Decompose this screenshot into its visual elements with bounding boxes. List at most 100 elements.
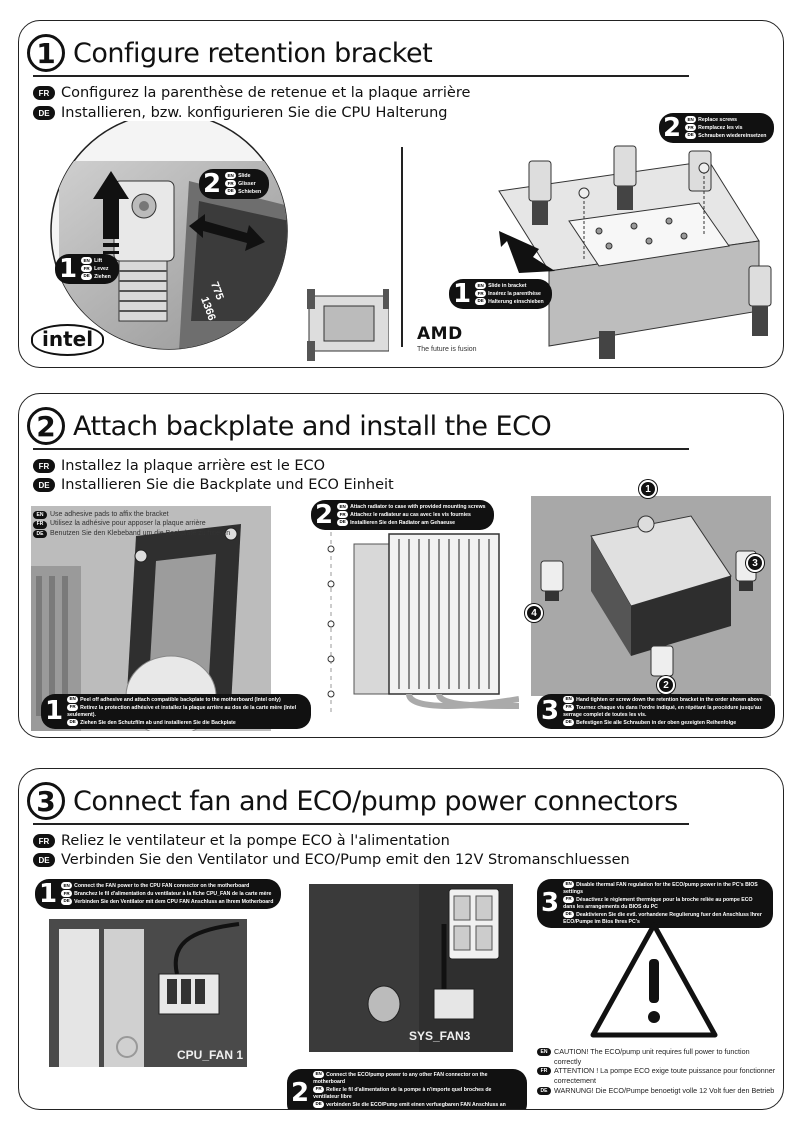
en-badge: EN — [685, 116, 697, 124]
caution-fr: ATTENTION ! La pompe ECO exige toute pui… — [554, 1066, 776, 1086]
callout-number: 2 — [291, 1078, 310, 1109]
slide-arrow — [189, 214, 265, 251]
warning-icon — [590, 922, 718, 1038]
step-2-panel: 2 Attach backplate and install the ECO F… — [18, 393, 784, 738]
fr-badge: FR — [685, 124, 697, 132]
step-title: Configure retention bracket — [73, 37, 433, 69]
callout-en: Disable thermal FAN regulation for the E… — [563, 881, 758, 895]
callout-en: Hand tighten or screw down the retention… — [576, 696, 763, 703]
en-badge: EN — [67, 696, 79, 703]
callout-fr: Attachez le radiateur au cas avec les vi… — [350, 511, 471, 518]
radiator-illustration — [327, 524, 519, 714]
callout-en: Connect the FAN power to the CPU FAN con… — [74, 883, 250, 890]
de-subtitle: DE Installieren, bzw. konfigurieren Sie … — [33, 105, 447, 121]
intel-amd-divider — [401, 147, 403, 347]
step-number: 2 — [27, 407, 65, 445]
callout-en: Slide — [238, 173, 251, 180]
callout-number: 2 — [663, 113, 682, 143]
step-3-heading: 3 Connect fan and ECO/pump power connect… — [27, 779, 678, 823]
callout-de: Installieren Sie den Radiator am Gehaeus… — [350, 519, 456, 526]
callout-fr: Glisser — [238, 180, 256, 187]
step-title: Attach backplate and install the ECO — [73, 410, 552, 442]
callout-de: Schieben — [238, 188, 262, 195]
de-badge: DE — [537, 1086, 551, 1095]
callout-number: 3 — [541, 696, 560, 727]
de-subtitle: DE Verbinden Sie den Ventilator und ECO/… — [33, 852, 630, 868]
callout-fr: Branchez le fil d'alimentation du ventil… — [74, 890, 272, 897]
step-number: 3 — [27, 782, 65, 820]
callout-fr: Remplacez les vis — [698, 124, 743, 131]
callout-de: verbinden Sie die ECO/Pump emit einen ve… — [313, 1101, 506, 1109]
fr-badge: FR — [563, 895, 575, 903]
eco-unit-photo — [531, 496, 771, 696]
cpu-fan-label: CPU_FAN 1 — [177, 1048, 243, 1062]
amd-tagline: The future is fusion — [417, 346, 477, 353]
callout-number: 1 — [39, 879, 58, 909]
callout-fr: Insérez la parenthèse — [488, 290, 541, 297]
adhesive-en: Use adhesive pads to affix the bracket — [50, 511, 169, 518]
de-text: Installieren, bzw. konfigurieren Sie die… — [61, 105, 448, 121]
callout-en: Slide in bracket — [488, 283, 527, 290]
order-marker-4: 4 — [525, 604, 543, 622]
callout-de: Befestigen Sie alle Schrauben in der obe… — [576, 719, 737, 726]
fr-badge: FR — [225, 180, 237, 188]
callout-fr: Levez — [94, 265, 109, 272]
en-badge: EN — [337, 503, 349, 511]
fr-subtitle: FR Reliez le ventilateur et la pompe ECO… — [33, 833, 450, 849]
de-badge: DE — [33, 478, 55, 492]
sys-fan-label: SYS_FAN3 — [409, 1029, 471, 1043]
fr-badge: FR — [61, 890, 73, 898]
en-badge: EN — [81, 257, 93, 265]
fr-text: Reliez le ventilateur et la pompe ECO à … — [61, 833, 450, 849]
caution-de: WARNUNG! Die ECO/Pumpe benoetigt volle 1… — [554, 1085, 775, 1095]
fr-badge: FR — [537, 1067, 551, 1076]
en-badge: EN — [537, 1048, 551, 1056]
fr-badge: FR — [33, 834, 55, 848]
fr-subtitle: FR Installez la plaque arrière est le EC… — [33, 458, 325, 474]
step-1-panel: 1 Configure retention bracket FR Configu… — [18, 20, 784, 368]
de-badge: DE — [313, 1100, 325, 1108]
callout-fr: Reliez le fil d'alimentation de la pompe… — [313, 1086, 492, 1100]
callout-number: 1 — [45, 696, 64, 727]
callout-en: Peel off adhesive and attach compatible … — [80, 696, 281, 703]
fr-badge: FR — [33, 459, 55, 473]
callout-de: Halterung einschieben — [488, 298, 544, 305]
callout-en: Lift — [94, 258, 103, 265]
de-badge: DE — [81, 272, 93, 280]
de-badge: DE — [337, 518, 349, 526]
callout-number: 2 — [315, 500, 334, 530]
callout-en: Connect the ECO/pump power to any other … — [313, 1071, 488, 1085]
callout-number: 2 — [203, 169, 222, 199]
fr-badge: FR — [81, 265, 93, 273]
de-badge: DE — [33, 106, 55, 120]
callout-de: Ziehen Sie den Schutzfilm ab und install… — [80, 719, 236, 726]
callout-fr: Désactivez le règlement thermique pour l… — [563, 896, 753, 910]
order-marker-1: 1 — [639, 480, 657, 498]
callout-de: Ziehen — [94, 273, 111, 280]
en-badge: EN — [563, 881, 575, 888]
en-badge: EN — [61, 882, 73, 890]
de-badge: DE — [685, 131, 697, 139]
amd-logo: AMD — [417, 324, 463, 344]
de-subtitle: DE Installieren Sie die Backplate und EC… — [33, 477, 394, 493]
en-badge: EN — [475, 282, 487, 290]
cpu-fan-header-photo: CPU_FAN 1 — [49, 919, 247, 1067]
step-title: Connect fan and ECO/pump power connector… — [73, 785, 678, 817]
step-1-heading: 1 Configure retention bracket — [27, 31, 433, 75]
lift-arrow — [93, 171, 129, 254]
callout-en: Attach radiator to case with provided mo… — [350, 504, 486, 511]
callout-number: 1 — [59, 254, 78, 284]
sys-fan-header-photo: SYS_FAN3 — [309, 884, 513, 1052]
intel-logo: intel — [31, 324, 105, 356]
de-badge: DE — [563, 910, 575, 918]
en-badge: EN — [225, 172, 237, 180]
